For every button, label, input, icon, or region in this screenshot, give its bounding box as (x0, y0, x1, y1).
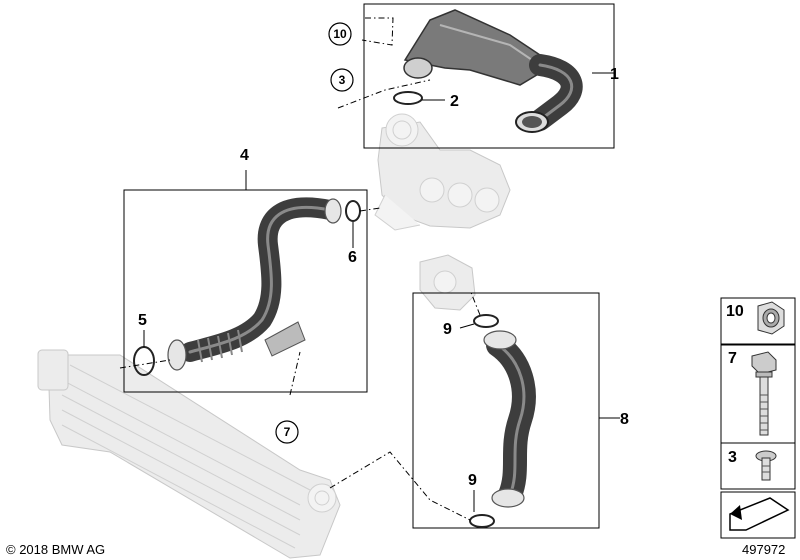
arrow-symbol-icon (729, 497, 790, 531)
callout-10-circle: 10 (328, 22, 352, 46)
copyright-text: © 2018 BMW AG (6, 542, 105, 557)
leader-lines (143, 72, 620, 512)
callout-3-circle: 3 (330, 68, 354, 92)
throttle-body-ghost (419, 254, 476, 311)
svg-text:7: 7 (284, 425, 291, 439)
callout-8: 8 (620, 411, 629, 428)
charge-air-pipe-part-4[interactable] (167, 197, 342, 371)
intercooler-ghost (37, 349, 341, 559)
legend-label-3: 3 (728, 449, 737, 466)
group-1-frame (363, 3, 615, 149)
svg-text:3: 3 (339, 73, 346, 87)
legend-item-3 (720, 442, 796, 490)
legend-label-10: 10 (726, 303, 744, 320)
parts-legend: 10 7 3 (720, 297, 796, 539)
charge-air-hose-part-8[interactable] (483, 330, 536, 508)
callout-1: 1 (610, 66, 619, 83)
callout-7-circle: 7 (275, 420, 299, 444)
legend-item-10 (720, 297, 796, 345)
corrugated-section (197, 329, 243, 363)
callout-9-top: 9 (443, 321, 452, 338)
connection-lines (119, 17, 481, 521)
seal-ring-part-9-top[interactable] (473, 314, 499, 328)
group-8-frame (412, 292, 600, 529)
screw-icon (755, 450, 777, 481)
hex-nut-icon (757, 301, 785, 335)
air-intake-duct-part-1[interactable] (403, 9, 583, 133)
legend-frame-arrow (720, 491, 796, 539)
svg-text:10: 10 (333, 27, 347, 41)
turbocharger-ghost (374, 113, 511, 231)
callout-2: 2 (450, 93, 459, 110)
seal-ring-part-6[interactable] (345, 200, 361, 222)
callout-9-bottom: 9 (468, 472, 477, 489)
callout-5: 5 (138, 312, 147, 329)
callout-4: 4 (240, 147, 249, 164)
legend-label-7: 7 (728, 350, 737, 367)
seal-ring-part-2[interactable] (393, 91, 423, 105)
diagram-id: 497972 (742, 542, 785, 557)
hex-bolt-icon (751, 351, 777, 436)
callout-6: 6 (348, 249, 357, 266)
seal-ring-part-9-bottom[interactable] (469, 514, 495, 528)
